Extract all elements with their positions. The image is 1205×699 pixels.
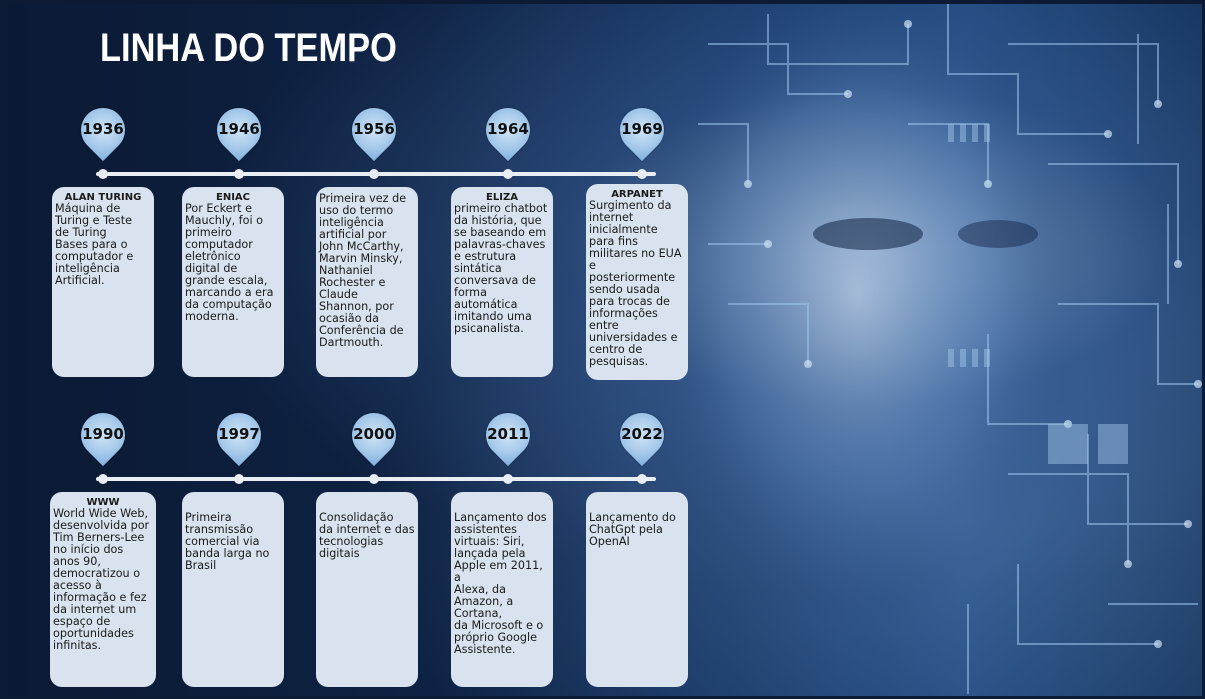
year-label: 2011 [487,425,529,443]
event-description: Primeira transmissão comercial via banda… [185,511,270,572]
event-card: ALAN TURING Máquina de Turing e Teste de… [52,187,154,377]
page-title: LINHA DO TEMPO [100,26,397,70]
infographic-canvas: LINHA DO TEMPO 1936 ALAN TURING Máquina … [8,4,1202,696]
year-label: 2022 [621,425,663,443]
event-heading: ALAN TURING [64,192,142,203]
year-label: 1964 [487,120,529,138]
year-label: 1969 [621,120,663,138]
event-heading: WWW [86,497,120,508]
year-label: 1990 [82,425,124,443]
event-heading: ARPANET [611,189,663,200]
event-description: Lançamento dos assistentes virtuais: Sir… [454,511,547,656]
timeline-dot [369,169,379,179]
timeline-dot [503,474,513,484]
timeline-dot [369,474,379,484]
event-description: primeiro chatbot da história, que se bas… [454,202,548,335]
event-card: ELIZA primeiro chatbot da história, que … [451,187,553,377]
event-description: Por Eckert e Mauchly, foi o primeiro com… [185,202,274,323]
year-label: 1946 [218,120,260,138]
timeline-dot [637,474,647,484]
timeline-dot [503,169,513,179]
event-description: Primeira vez de uso do termo inteligênci… [319,192,407,349]
event-card: Lançamento do ChatGpt pela OpenAI [586,492,688,687]
year-label: 1956 [353,120,395,138]
event-card: Lançamento dos assistentes virtuais: Sir… [451,492,553,687]
event-description: Máquina de Turing e Teste de Turing Base… [55,202,134,287]
event-description: Lançamento do ChatGpt pela OpenAI [589,511,676,548]
circuit-face-background [628,4,1202,694]
event-description: World Wide Web, desenvolvida por Tim Ber… [53,507,150,652]
event-heading: ELIZA [486,192,518,203]
event-card: ENIAC Por Eckert e Mauchly, foi o primei… [182,187,284,377]
timeline-dot [98,474,108,484]
timeline-dot [637,169,647,179]
timeline-dot [98,169,108,179]
year-label: 2000 [353,425,395,443]
event-card: WWW World Wide Web, desenvolvida por Tim… [50,492,156,687]
event-card: Primeira transmissão comercial via banda… [182,492,284,687]
event-card: Primeira vez de uso do termo inteligênci… [316,187,418,377]
year-label: 1997 [218,425,260,443]
event-description: Consolidação da internet e das tecnologi… [319,511,415,560]
event-card: ARPANET Surgimento da internet inicialme… [586,184,688,380]
event-description: Surgimento da internet inicialmente para… [589,199,682,368]
event-heading: ENIAC [216,192,250,203]
timeline-dot [234,169,244,179]
event-card: Consolidação da internet e das tecnologi… [316,492,418,687]
timeline-dot [234,474,244,484]
year-label: 1936 [82,120,124,138]
